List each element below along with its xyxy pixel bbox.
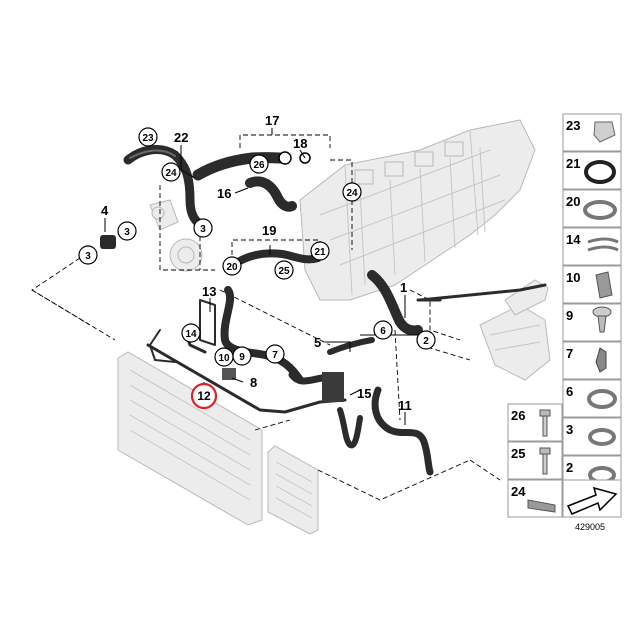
svg-text:10: 10 <box>218 353 230 364</box>
svg-text:7: 7 <box>566 346 573 361</box>
callout-26: 26 <box>249 154 269 174</box>
svg-text:6: 6 <box>566 384 573 399</box>
svg-text:3: 3 <box>200 224 206 235</box>
auxiliary-radiator <box>267 445 319 535</box>
svg-text:9: 9 <box>239 352 245 363</box>
radiator <box>117 351 263 526</box>
legend-item-10: 10 <box>562 265 622 304</box>
label-15: 15 <box>357 386 371 401</box>
label-13: 13 <box>202 284 216 299</box>
callout-6: 6 <box>373 320 393 340</box>
label-4: 4 <box>101 203 109 218</box>
callout-3: 3 <box>78 245 98 265</box>
label-19: 19 <box>262 223 276 238</box>
legend-item-3: 3 <box>562 417 622 456</box>
svg-text:12: 12 <box>197 389 211 403</box>
callout-3: 3 <box>193 218 213 238</box>
callout-20: 20 <box>222 256 242 276</box>
svg-text:23: 23 <box>142 133 154 144</box>
arrow-cell <box>562 479 622 518</box>
callout-21: 21 <box>310 241 330 261</box>
svg-text:23: 23 <box>566 118 580 133</box>
label-5: 5 <box>314 335 321 350</box>
callout-9: 9 <box>232 346 252 366</box>
legend-panel: 23 21 20 14 10 9 <box>507 113 622 532</box>
reference-number: 429005 <box>575 522 605 532</box>
svg-text:21: 21 <box>314 247 326 258</box>
callout-24: 24 <box>342 182 362 202</box>
label-1: 1 <box>400 280 407 295</box>
callout-24: 24 <box>161 162 181 182</box>
svg-text:25: 25 <box>511 446 525 461</box>
callouts: 23 24 26 24 3 3 3 20 21 25 6 2 14 10 9 7… <box>78 127 436 410</box>
legend-item-6: 6 <box>562 379 622 418</box>
svg-text:3: 3 <box>566 422 573 437</box>
dashed-assembly-lines <box>31 134 501 501</box>
svg-text:25: 25 <box>278 266 290 277</box>
svg-text:14: 14 <box>185 329 197 340</box>
legend-item-7: 7 <box>562 341 622 380</box>
svg-text:14: 14 <box>566 232 581 247</box>
legend-item-9: 9 <box>562 303 622 342</box>
svg-text:26: 26 <box>253 160 265 171</box>
callout-2: 2 <box>416 330 436 350</box>
legend-item-14: 14 <box>562 227 622 266</box>
svg-text:24: 24 <box>165 168 177 179</box>
svg-text:10: 10 <box>566 270 580 285</box>
label-16: 16 <box>217 186 231 201</box>
callout-23: 23 <box>138 127 158 147</box>
callout-7: 7 <box>265 344 285 364</box>
label-18: 18 <box>293 136 307 151</box>
svg-text:26: 26 <box>511 408 525 423</box>
legend-item-20: 20 <box>562 189 622 228</box>
label-8: 8 <box>250 375 257 390</box>
part-labels: 17 18 22 16 4 19 13 5 1 8 15 11 <box>101 113 412 413</box>
svg-text:3: 3 <box>85 251 91 262</box>
svg-text:24: 24 <box>346 188 358 199</box>
svg-text:6: 6 <box>380 326 386 337</box>
expansion-tank <box>479 279 551 381</box>
label-11: 11 <box>398 398 412 413</box>
svg-text:24: 24 <box>511 484 526 499</box>
legend-item-21: 21 <box>562 151 622 190</box>
svg-text:3: 3 <box>124 227 130 238</box>
label-22: 22 <box>174 130 188 145</box>
callout-3: 3 <box>117 221 137 241</box>
svg-text:9: 9 <box>566 308 573 323</box>
callout-10: 10 <box>214 347 234 367</box>
callout-25: 25 <box>274 260 294 280</box>
legend-item-24: 24 <box>507 479 563 518</box>
svg-text:2: 2 <box>423 336 429 347</box>
legend-item-23: 23 <box>562 113 622 152</box>
svg-text:7: 7 <box>272 350 278 361</box>
legend-item-25: 25 <box>507 441 563 480</box>
leader-lines <box>104 128 420 425</box>
water-pump <box>149 199 203 272</box>
svg-text:2: 2 <box>566 460 573 475</box>
callout-12-highlighted[interactable]: 12 <box>190 382 218 410</box>
svg-text:20: 20 <box>226 262 238 273</box>
svg-text:20: 20 <box>566 194 580 209</box>
legend-item-26: 26 <box>507 403 563 442</box>
svg-text:21: 21 <box>566 156 580 171</box>
callout-14: 14 <box>181 323 201 343</box>
engine-block <box>299 119 536 301</box>
label-17: 17 <box>265 113 279 128</box>
